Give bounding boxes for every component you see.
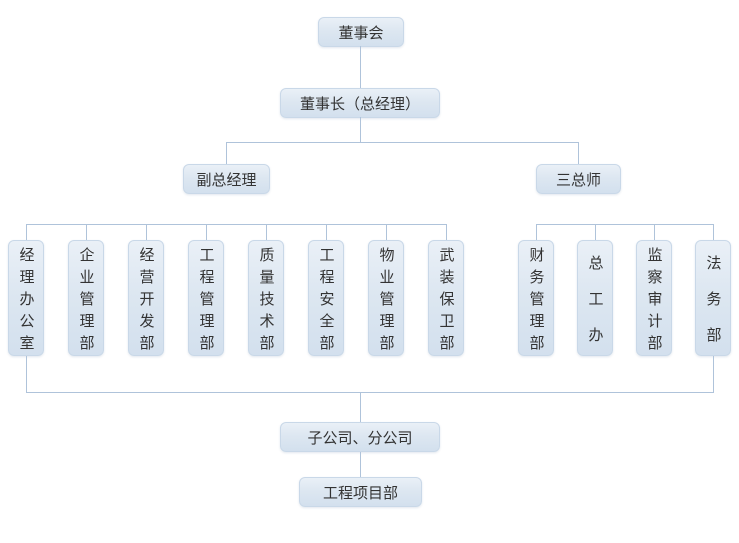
connector-drop-dept: [386, 224, 387, 240]
node-label: 财务管理部: [527, 246, 545, 357]
node-dept-property-mgmt: 物业管理部: [368, 240, 404, 357]
connector-drop-dept: [446, 224, 447, 240]
node-label: 总工办: [586, 254, 604, 363]
connector-drop-subsidiaries: [360, 392, 361, 422]
connector-drop-dept: [536, 224, 537, 240]
connector-chairman-trunk: [360, 117, 361, 142]
connector-subsidiaries-project: [360, 452, 361, 477]
node-three-chiefs: 三总师: [536, 164, 621, 194]
connector-drop-three-chiefs: [578, 142, 579, 164]
connector-rail-bottom: [26, 392, 714, 393]
node-dept-supervision-audit: 监察审计部: [636, 240, 672, 357]
connector-rail-left-depts: [26, 224, 447, 225]
node-label: 工程管理部: [197, 246, 215, 357]
node-label: 经理办公室: [17, 246, 35, 357]
connector-drop-dept: [595, 224, 596, 240]
node-label: 武装保卫部: [437, 246, 455, 357]
node-label: 监察审计部: [645, 246, 663, 357]
node-deputy-gm: 副总经理: [183, 164, 270, 194]
connector-drop-dept: [713, 224, 714, 240]
connector-drop-dept: [86, 224, 87, 240]
node-dept-manager-office: 经理办公室: [8, 240, 44, 357]
node-dept-legal-affairs: 法务部: [695, 240, 731, 363]
node-label: 物业管理部: [377, 246, 395, 357]
connector-drop-deputy-gm: [226, 142, 227, 164]
node-dept-business-dev: 经营开发部: [128, 240, 164, 357]
node-chairman: 董事长（总经理）: [280, 88, 440, 118]
node-subsidiaries: 子公司、分公司: [280, 422, 440, 452]
node-dept-finance-mgmt: 财务管理部: [518, 240, 554, 357]
node-dept-engineering-safety: 工程安全部: [308, 240, 344, 357]
connector-drop-dept: [326, 224, 327, 240]
node-label: 法务部: [704, 254, 722, 363]
node-label: 企业管理部: [77, 246, 95, 357]
connector-drop-dept: [146, 224, 147, 240]
node-label: 质量技术部: [257, 246, 275, 357]
node-dept-armed-security: 武装保卫部: [428, 240, 464, 357]
connector-drop-dept: [654, 224, 655, 240]
node-dept-chief-engineer-office: 总工办: [577, 240, 613, 363]
connector-board-chairman: [360, 46, 361, 88]
connector-drop-dept: [206, 224, 207, 240]
connector-drop-dept: [26, 224, 27, 240]
node-project-dept: 工程项目部: [299, 477, 422, 507]
connector-drop-dept: [266, 224, 267, 240]
connector-left-dept-down: [26, 356, 27, 392]
node-dept-engineering-mgmt: 工程管理部: [188, 240, 224, 357]
node-dept-enterprise-mgmt: 企业管理部: [68, 240, 104, 357]
connector-rail-right-depts: [536, 224, 714, 225]
node-board: 董事会: [318, 17, 404, 47]
connector-right-dept-down: [713, 356, 714, 392]
connector-rail-level3: [226, 142, 579, 143]
node-dept-quality-tech: 质量技术部: [248, 240, 284, 357]
node-label: 经营开发部: [137, 246, 155, 357]
node-label: 工程安全部: [317, 246, 335, 357]
